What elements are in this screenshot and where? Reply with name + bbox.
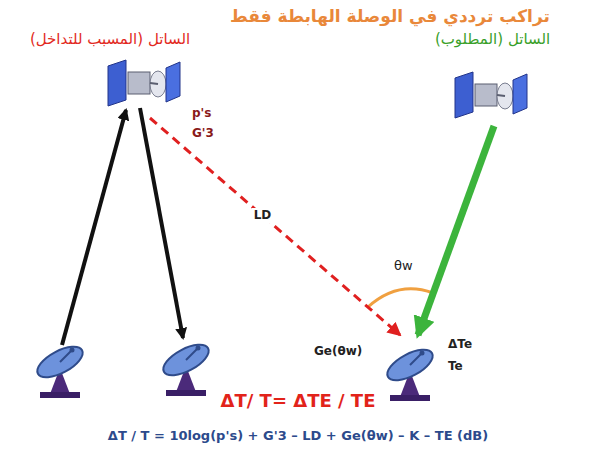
- satellite-heading: الساتل (المسبب للتداخل): [30, 30, 190, 48]
- formula: ΔT / T = 10log(p's) + G'3 – LD + Ge(θw) …: [108, 428, 488, 444]
- satellite-node: الساتل (المسبب للتداخل): [10, 28, 210, 118]
- earth-station: [159, 339, 213, 396]
- angle-label: θw: [394, 258, 413, 274]
- earth-station-node: ΔTeTe: [380, 335, 490, 405]
- power-label: p's: [192, 106, 211, 120]
- edge-label: LD: [252, 208, 274, 222]
- satellite-icon: [455, 72, 527, 118]
- gain-label: Ge(θw): [314, 344, 362, 358]
- gain-label: G'3: [192, 126, 214, 140]
- wanted-signal-path: [418, 126, 494, 335]
- satellite-icon: [108, 60, 180, 106]
- interference-path: [150, 118, 400, 335]
- earth-station: [33, 341, 87, 398]
- satellite-heading: الساتل (المطلوب): [435, 30, 550, 48]
- uplink-arrow: [62, 110, 126, 345]
- formula: ΔT/ T= ΔTE / TE: [221, 390, 376, 412]
- satellite-node: الساتل (المطلوب): [400, 28, 585, 126]
- angle-arc: [368, 289, 433, 307]
- noise-label: Te: [448, 359, 463, 373]
- earth-station: [383, 344, 437, 401]
- diagram-title: تراكب ترددي في الوصلة الهابطة فقط: [230, 6, 550, 26]
- noise-label: ΔTe: [448, 337, 472, 351]
